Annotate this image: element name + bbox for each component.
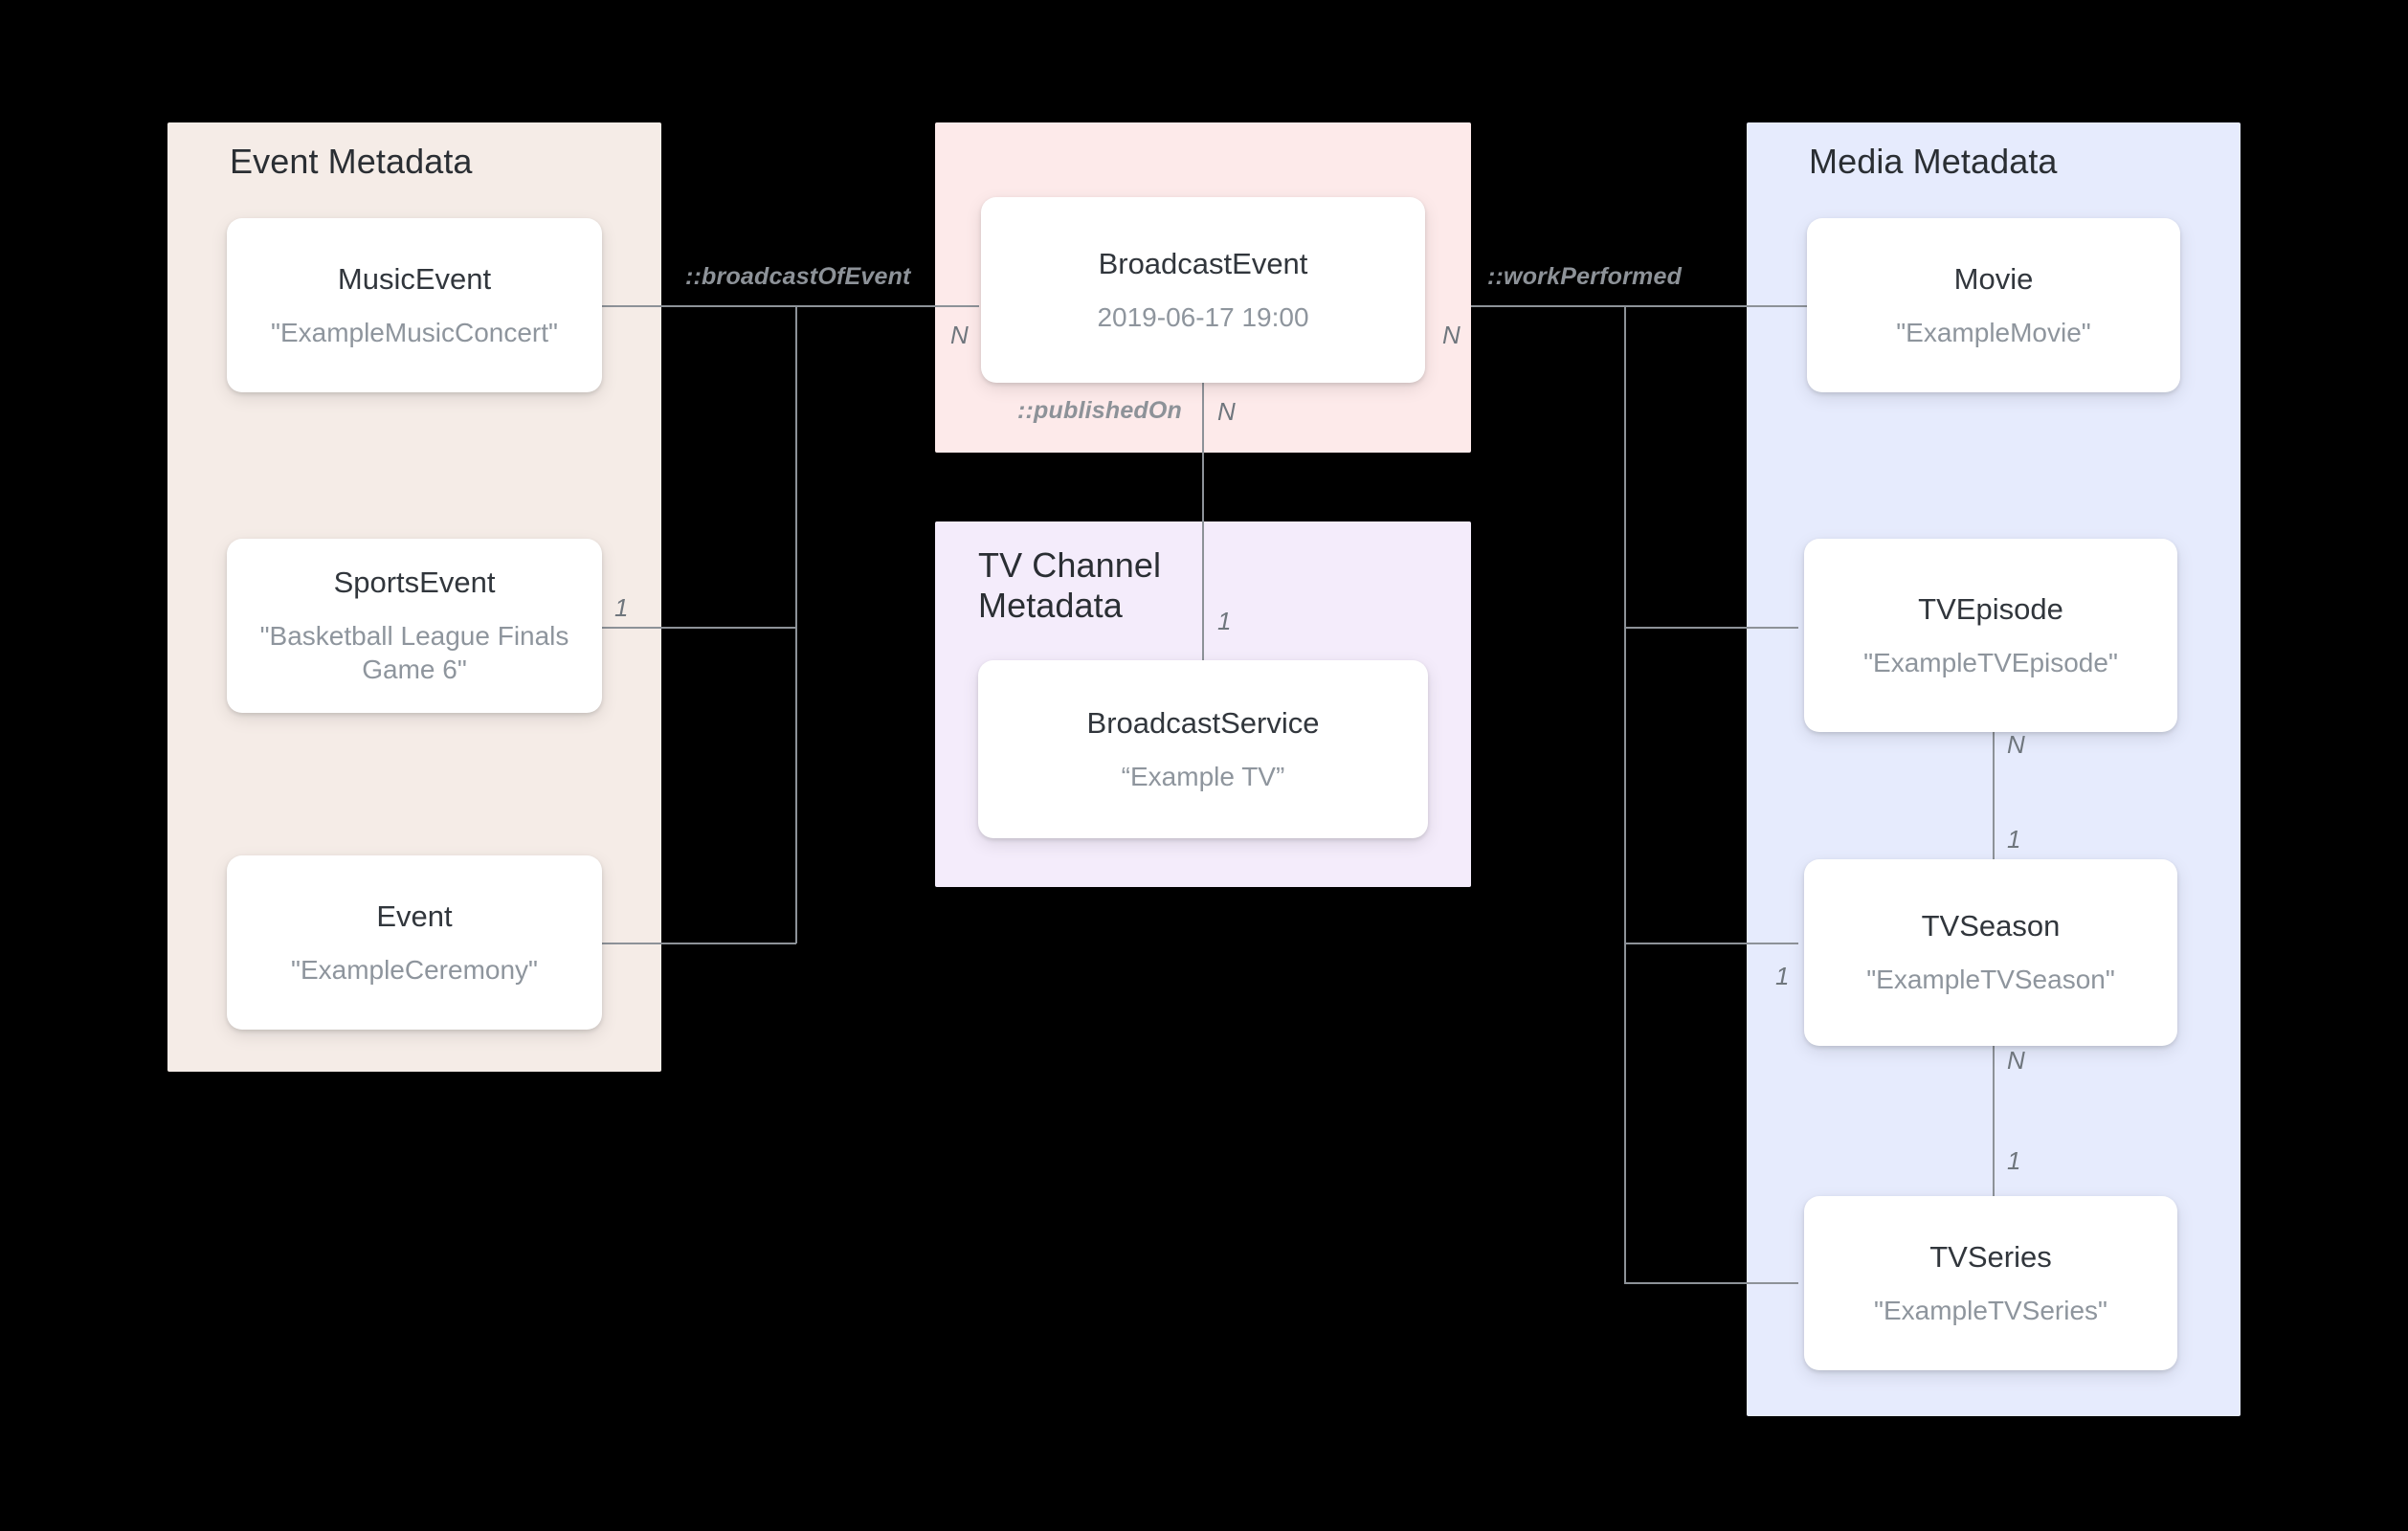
node-event-name: Event <box>376 899 453 933</box>
connector-music-event-to-broadcast <box>602 305 979 307</box>
cardinality-season-to-series-n: N <box>2007 1046 2025 1075</box>
connector-broadcast-to-media <box>1471 305 1817 307</box>
cardinality-episode-to-season-n: N <box>2007 730 2025 759</box>
cardinality-season-to-series-1: 1 <box>2007 1146 2021 1175</box>
cardinality-broadcast-of-event-target: N <box>950 321 969 349</box>
node-tv-season-name: TVSeason <box>1921 909 2061 943</box>
node-event[interactable]: Event "ExampleCeremony" <box>227 855 602 1030</box>
cardinality-published-on-source: N <box>1217 397 1236 426</box>
cardinality-work-performed-season: 1 <box>1775 962 1790 990</box>
node-music-event-name: MusicEvent <box>337 261 492 296</box>
node-tv-series[interactable]: TVSeries "ExampleTVSeries" <box>1804 1196 2177 1370</box>
relation-label-published-on: ::publishedOn <box>1017 397 1183 424</box>
node-sports-event-value: "Basketball League Finals Game 6" <box>259 621 569 685</box>
relation-label-broadcast-of-event: ::broadcastOfEvent <box>685 263 911 290</box>
node-broadcast-service-name: BroadcastService <box>1086 705 1320 740</box>
connector-published-on-vertical <box>1202 383 1204 660</box>
node-broadcast-event-name: BroadcastEvent <box>1098 246 1308 280</box>
node-event-value: "ExampleCeremony" <box>291 954 538 985</box>
node-broadcast-service[interactable]: BroadcastService “Example TV” <box>978 660 1428 838</box>
cardinality-published-on-target: 1 <box>1217 607 1232 635</box>
cardinality-broadcast-of-event-source: 1 <box>614 593 629 622</box>
node-broadcast-service-value: “Example TV” <box>1121 761 1285 791</box>
panel-tvchannel-metadata-title: TV Channel Metadata <box>978 545 1162 626</box>
connector-media-bus-to-tvepisode <box>1624 627 1798 629</box>
node-tv-season[interactable]: TVSeason "ExampleTVSeason" <box>1804 859 2177 1046</box>
panel-event-metadata-title: Event Metadata <box>230 142 473 181</box>
connector-event-to-bus <box>602 943 796 944</box>
node-sports-event-name: SportsEvent <box>333 566 496 600</box>
node-tv-episode-value: "ExampleTVEpisode" <box>1863 647 2118 677</box>
node-broadcast-event[interactable]: BroadcastEvent 2019-06-17 19:00 <box>981 197 1425 383</box>
relation-label-work-performed: ::workPerformed <box>1487 263 1683 290</box>
node-tv-episode-name: TVEpisode <box>1918 591 2063 626</box>
connector-tvepisode-to-tvseason <box>1993 732 1995 899</box>
connector-sports-event-to-bus <box>602 627 796 629</box>
panel-media-metadata-title: Media Metadata <box>1809 142 2058 181</box>
node-tv-series-name: TVSeries <box>1929 1239 2052 1274</box>
node-sports-event[interactable]: SportsEvent "Basketball League Finals Ga… <box>227 539 602 713</box>
connector-media-bus-to-tvseries <box>1624 1282 1798 1284</box>
node-tv-episode[interactable]: TVEpisode "ExampleTVEpisode" <box>1804 539 2177 732</box>
connector-media-bus-to-tvseason <box>1624 943 1798 944</box>
node-broadcast-event-value: 2019-06-17 19:00 <box>1097 301 1309 332</box>
node-tv-season-value: "ExampleTVSeason" <box>1866 965 2115 995</box>
node-movie-name: Movie <box>1953 261 2034 296</box>
node-movie[interactable]: Movie "ExampleMovie" <box>1807 218 2180 392</box>
node-tv-series-value: "ExampleTVSeries" <box>1874 1295 2107 1325</box>
connector-tvseason-to-tvseries <box>1993 1046 1995 1213</box>
connector-media-bus-vertical <box>1624 305 1626 1283</box>
cardinality-episode-to-season-1: 1 <box>2007 825 2021 854</box>
node-music-event-value: "ExampleMusicConcert" <box>271 317 558 347</box>
node-movie-value: "ExampleMovie" <box>1896 317 2091 347</box>
connector-event-bus-vertical <box>795 306 797 943</box>
cardinality-work-performed-source: N <box>1442 321 1460 349</box>
node-music-event[interactable]: MusicEvent "ExampleMusicConcert" <box>227 218 602 392</box>
